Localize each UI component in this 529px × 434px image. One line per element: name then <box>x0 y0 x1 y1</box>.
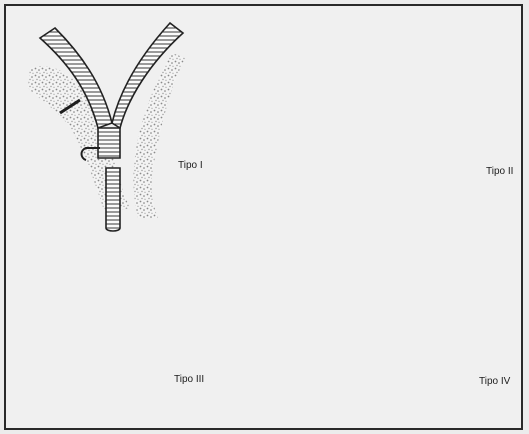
label-tipo-1: Tipo I <box>178 160 203 171</box>
label-tipo-3: Tipo III <box>174 374 204 385</box>
panel-tipo-1 <box>28 23 185 231</box>
label-tipo-4: Tipo IV <box>479 376 510 387</box>
label-tipo-2: Tipo II <box>486 166 513 177</box>
